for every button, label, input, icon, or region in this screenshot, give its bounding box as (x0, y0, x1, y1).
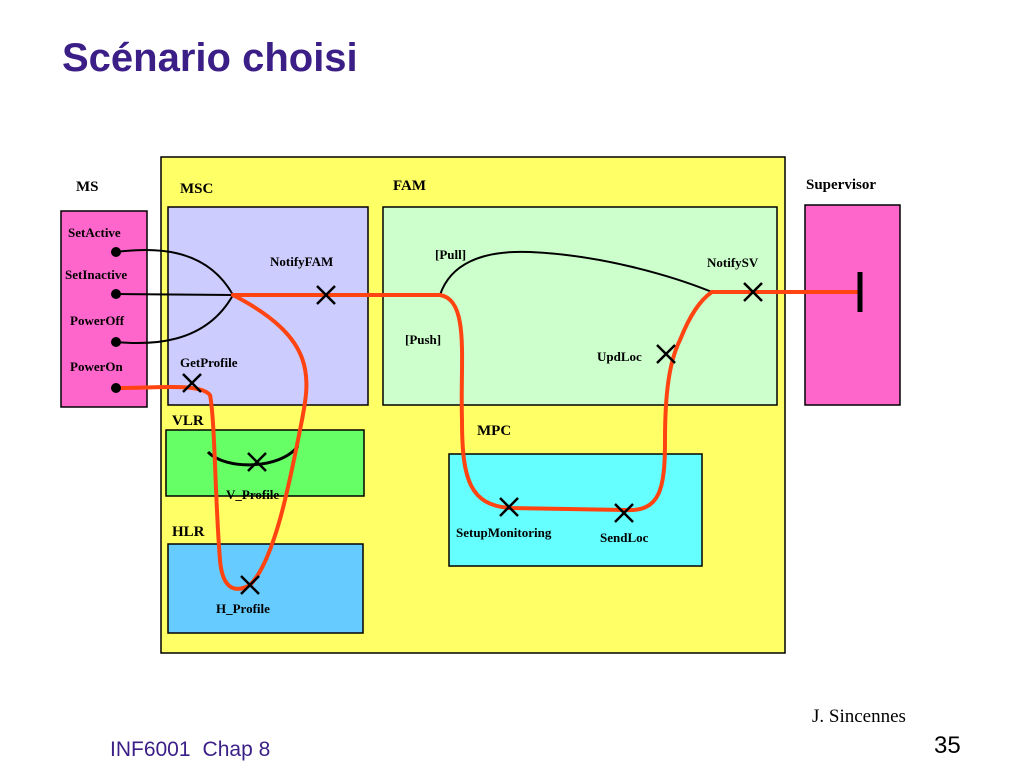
chapter-label: Chap 8 (202, 738, 271, 761)
ms-box (60, 210, 148, 408)
author-name: J. Sincennes (812, 706, 906, 727)
supervisor-label: Supervisor (806, 177, 876, 193)
push-label: [Push] (405, 332, 441, 347)
msc-label: MSC (180, 181, 213, 197)
page-title: Scénario choisi (62, 36, 358, 80)
h-profile-label: H_Profile (216, 601, 270, 616)
poweron-label: PowerOn (70, 359, 123, 374)
poweron-port-dot (111, 383, 121, 393)
footer-course: INF6001 Chap 8 (110, 738, 282, 762)
notifyfam-label: NotifyFAM (270, 254, 333, 269)
page-number: 35 (934, 732, 961, 759)
sendloc-label: SendLoc (600, 530, 649, 545)
hlr-label: HLR (172, 524, 205, 540)
updloc-marker (656, 344, 676, 364)
pull-label: [Pull] (435, 247, 466, 262)
course-code: INF6001 (110, 738, 191, 761)
hlr-box (167, 543, 364, 634)
poweroff-port-dot (111, 337, 121, 347)
mpc-label: MPC (477, 423, 511, 439)
notifysv-label: NotifySV (707, 255, 759, 270)
setinactive-port-dot (111, 289, 121, 299)
h-profile-marker (240, 575, 260, 595)
ms-port-dots (111, 247, 121, 393)
fam-label: FAM (393, 178, 426, 194)
fam-box (382, 206, 778, 406)
setactive-port-dot (111, 247, 121, 257)
setactive-label: SetActive (68, 225, 121, 240)
getprofile-marker (182, 373, 202, 393)
updloc-label: UpdLoc (597, 349, 642, 364)
notifysv-marker (743, 282, 763, 302)
setinactive-label: SetInactive (65, 267, 127, 282)
v-profile-label: V_Profile (226, 487, 279, 502)
supervisor-box (804, 204, 901, 406)
setupmonitoring-label: SetupMonitoring (456, 525, 552, 540)
getprofile-label: GetProfile (180, 355, 238, 370)
setupmonitoring-marker (499, 497, 519, 517)
poweroff-label: PowerOff (70, 313, 125, 328)
vlr-label: VLR (172, 413, 204, 429)
sendloc-marker (614, 503, 634, 523)
notifyfam-marker (316, 285, 336, 305)
ms-label: MS (76, 179, 99, 195)
msc-box (167, 206, 369, 406)
scenario-path (114, 290, 862, 591)
v-profile-marker (247, 452, 267, 472)
